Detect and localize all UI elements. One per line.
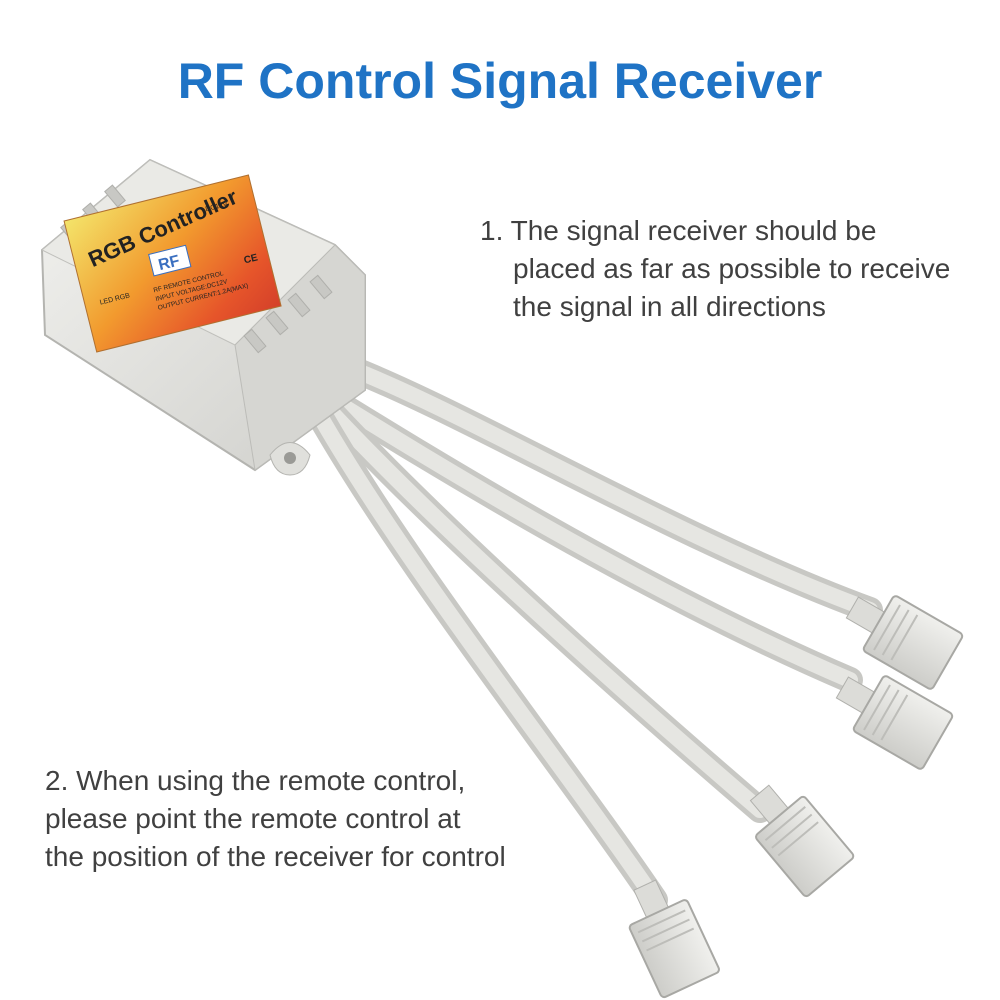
instruction-2-line-1: 2. When using the remote control,: [45, 765, 466, 796]
instruction-2-line-3: the position of the receiver for control: [45, 841, 506, 872]
connector-1: [845, 595, 964, 690]
cable-group: [299, 357, 883, 913]
instruction-2-line-2: please point the remote control at: [45, 803, 461, 834]
instruction-1: 1. The signal receiver should be placed …: [480, 212, 980, 326]
label-ce-mark: CE: [243, 252, 259, 266]
instruction-1-line-1: 1. The signal receiver should be: [480, 215, 877, 246]
connector-3: [749, 784, 855, 898]
page-title: RF Control Signal Receiver: [177, 53, 823, 109]
instruction-1-line-3: the signal in all directions: [513, 291, 826, 322]
label-logo-text: RF: [157, 252, 182, 274]
connector-2: [835, 675, 954, 770]
connector-4: [628, 879, 720, 999]
instruction-2: 2. When using the remote control, please…: [45, 762, 605, 876]
instruction-1-line-2: placed as far as possible to receive: [513, 253, 951, 284]
